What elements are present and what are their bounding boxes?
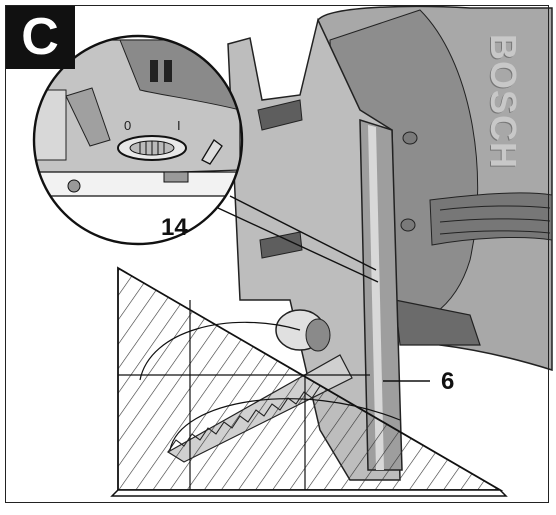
part-label-6: 6: [441, 368, 455, 395]
loupe-vent-1: [150, 60, 158, 82]
callout-label-14: 14: [161, 214, 188, 241]
rivet-2: [400, 218, 416, 232]
column-slot: [257, 99, 303, 131]
pendulum-marker-icon: [201, 139, 223, 165]
rivet-1: [402, 131, 418, 145]
switch-position-0: 0: [124, 118, 132, 133]
loupe-screw: [67, 179, 81, 193]
loupe-side-column: [34, 89, 67, 161]
figure-badge: C: [5, 5, 75, 69]
loupe-lever: [163, 171, 189, 183]
workpiece-base: [110, 489, 508, 497]
loupe-bracket: [65, 87, 111, 147]
loupe-vent-2: [164, 60, 172, 82]
guide-rail-highlight: [368, 125, 384, 470]
loupe-rim: [32, 34, 244, 246]
switch-position-1: I: [177, 118, 181, 133]
brand-logo-text: BOSCH: [483, 34, 524, 170]
roller-hub: [305, 318, 331, 352]
column-slot-2: [259, 231, 303, 259]
angle-guides: [118, 300, 401, 490]
loupe-base-plate: [34, 171, 242, 197]
